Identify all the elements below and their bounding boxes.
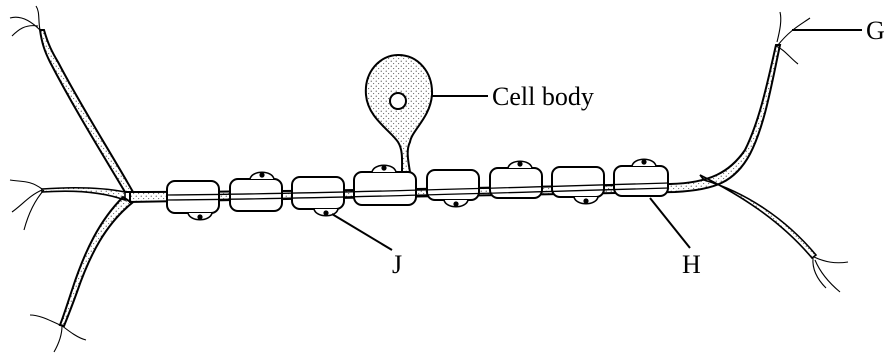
- label-cell-body: Cell body: [492, 84, 594, 110]
- fibre-bottom-left: [30, 315, 86, 352]
- fibre-top-right: [776, 12, 810, 64]
- collateral-branch: [700, 175, 816, 258]
- leader-h: [650, 198, 690, 248]
- myelin-segment: [427, 170, 479, 200]
- fibre-mid-left: [10, 180, 44, 230]
- fibre-bottom-right: [813, 257, 848, 292]
- myelin-segment: [354, 172, 416, 205]
- label-g: G: [866, 18, 885, 44]
- nucleus: [390, 93, 406, 109]
- label-h: H: [682, 252, 701, 278]
- cell-body: [366, 55, 432, 172]
- myelin-segment: [230, 179, 282, 211]
- upper-left-branch: [40, 30, 133, 192]
- fibre-top-left: [10, 6, 40, 36]
- left-branch: [42, 188, 125, 200]
- myelin-segment: [552, 167, 604, 197]
- lower-left-branch: [60, 197, 132, 326]
- label-j: J: [392, 252, 402, 278]
- myelin-segment: [614, 166, 668, 196]
- leader-j: [332, 214, 392, 250]
- myelin-segment: [167, 181, 219, 213]
